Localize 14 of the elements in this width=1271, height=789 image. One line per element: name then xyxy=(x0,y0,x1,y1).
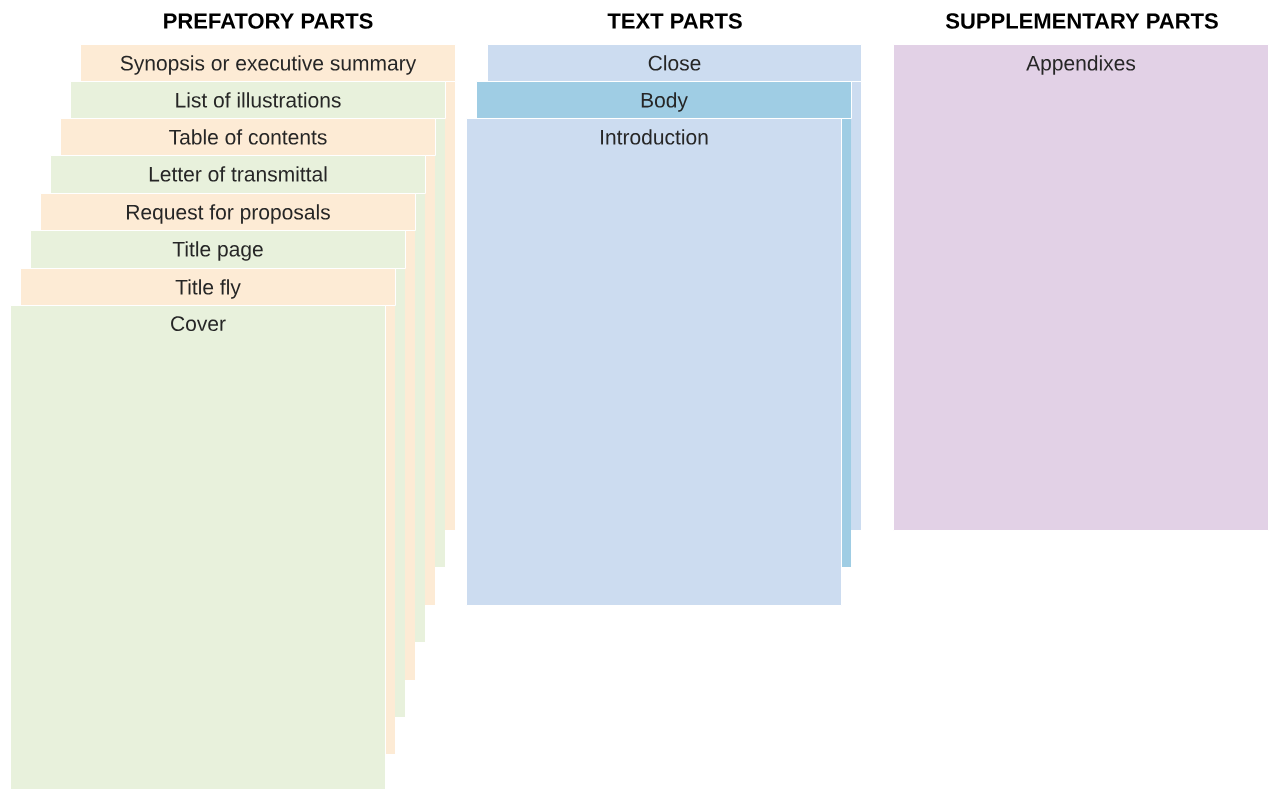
column-heading: PREFATORY PARTS xyxy=(164,13,373,29)
page-box: List of illustrations xyxy=(70,81,446,119)
page-box: Request for proposals xyxy=(40,193,416,231)
page-box: Title page xyxy=(30,230,406,269)
column-heading: TEXT PARTS xyxy=(607,13,742,29)
page-box: Letter of transmittal xyxy=(50,155,426,194)
page-box: Cover xyxy=(10,305,386,789)
page-box: Close xyxy=(487,44,862,82)
page-box: Table of contents xyxy=(60,118,436,156)
page-box: Title fly xyxy=(20,268,396,306)
page-box: Body xyxy=(476,81,852,119)
page-box: Synopsis or executive summary xyxy=(80,44,456,82)
page-box: Introduction xyxy=(466,118,842,606)
page-box: Appendixes xyxy=(893,44,1269,531)
